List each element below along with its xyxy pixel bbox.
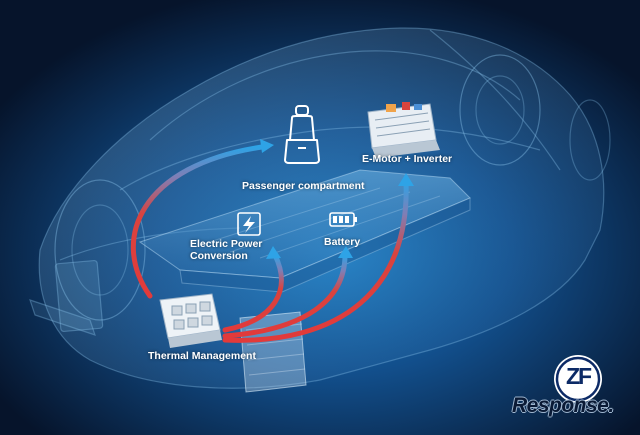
arrowhead-battery xyxy=(338,246,353,258)
arrowhead-emotor xyxy=(398,173,414,186)
label-epc-line2: Conversion xyxy=(190,250,248,262)
zf-logo xyxy=(554,355,602,403)
battery-icon xyxy=(329,212,357,227)
arrow-to-epc xyxy=(222,252,284,333)
zf-logo-text: ZF xyxy=(565,363,592,389)
arrow-heads xyxy=(260,139,414,259)
seat-icon xyxy=(284,105,320,164)
arrow-to-passenger xyxy=(130,144,265,299)
arrowhead-passenger xyxy=(260,139,274,153)
emotor-component xyxy=(367,102,440,158)
flow-arrows xyxy=(130,144,409,343)
watermark: Response. xyxy=(512,394,614,417)
arrowhead-epc xyxy=(266,246,281,259)
arrow-to-emotor xyxy=(222,179,409,343)
label-thermal-management: Thermal Management xyxy=(148,350,256,362)
lightning-icon xyxy=(237,212,261,236)
label-emotor-inverter: E-Motor + Inverter xyxy=(362,153,453,165)
label-epc-line1: Electric Power xyxy=(190,238,263,250)
label-passenger-compartment: Passenger compartment xyxy=(242,180,365,192)
label-electric-power-conversion: Electric Power Conversion xyxy=(190,238,262,262)
thermal-module xyxy=(159,293,222,348)
battery-platform xyxy=(138,169,471,293)
arrow-to-battery xyxy=(222,252,348,339)
label-battery: Battery xyxy=(324,236,361,248)
